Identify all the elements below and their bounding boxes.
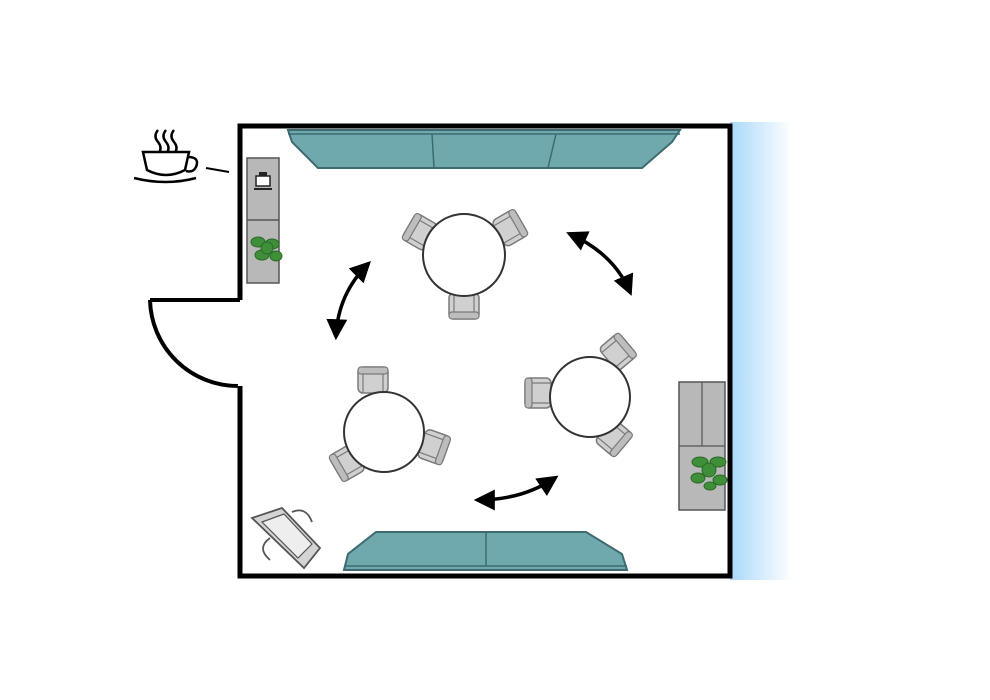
sofa-top: [286, 129, 682, 169]
copier-icon: [250, 506, 322, 570]
side-cabinet: [678, 381, 728, 511]
arrow-top-right: [566, 231, 634, 296]
plant-icon: [690, 456, 728, 491]
coffee-machine-icon: [254, 172, 272, 190]
round-table: [422, 213, 506, 297]
arrow-left: [326, 261, 371, 341]
table-group-top: [400, 207, 530, 320]
room-walls: [237, 123, 733, 579]
plant-icon: [250, 236, 283, 262]
table-group-left: [327, 366, 453, 484]
coffee-leader-line: [205, 167, 230, 173]
round-table: [343, 391, 425, 473]
round-table: [549, 356, 631, 438]
coffee-cabinet: [246, 157, 283, 284]
circular-arrow-icon: [326, 231, 634, 511]
door-swing-icon: [148, 298, 240, 388]
window-glow: [730, 122, 792, 580]
table-group-right: [524, 331, 639, 459]
arrow-bottom: [473, 475, 559, 511]
coffee-cup-icon: [133, 129, 199, 184]
chair: [357, 366, 389, 394]
sofa-bottom: [342, 531, 629, 571]
chair: [524, 377, 552, 409]
